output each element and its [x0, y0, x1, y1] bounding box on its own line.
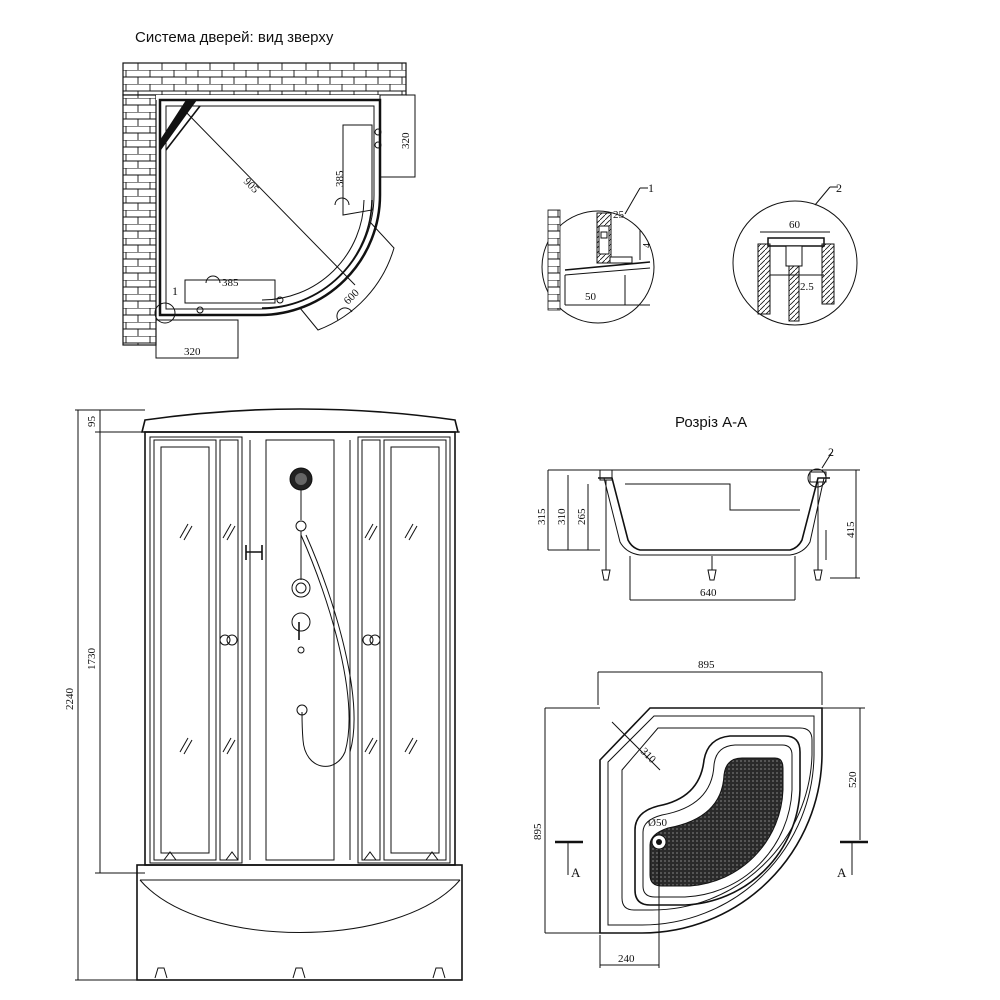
- section-aa: 2 315 310 265 415 640: [536, 445, 860, 601]
- dim-door-horizontal: 385: [222, 277, 239, 289]
- section-dim-640: 640: [700, 587, 717, 599]
- section-mark-left: A: [571, 865, 581, 880]
- top-view: 320 320 905 385 385 600: [122, 62, 416, 359]
- detail-1: 1 25 4 50: [541, 181, 655, 324]
- brick-wall-left: [122, 94, 157, 346]
- brick-wall-top: [122, 62, 407, 96]
- tray-dim-depth: 895: [532, 823, 544, 840]
- tray-dim-drain: Ø50: [648, 817, 667, 829]
- detail-1-dim-mid: 4: [642, 243, 653, 248]
- tray-dim-240: 240: [618, 953, 635, 965]
- section-dim-265: 265: [576, 508, 588, 525]
- dim-door-height: 1730: [86, 648, 98, 671]
- detail-2-dim-top: 60: [789, 219, 801, 231]
- section-title: Розріз А-А: [675, 414, 747, 431]
- callout-1-label: 1: [172, 284, 178, 298]
- dim-panel-bottom: 320: [184, 346, 201, 358]
- section-callout: 2: [828, 445, 834, 459]
- dim-total-height: 2240: [64, 688, 76, 711]
- tray-plan: 895 895 520 Ø50 310 240 A: [532, 659, 868, 968]
- detail-1-dim-bottom: 50: [585, 291, 597, 303]
- section-dim-310: 310: [556, 508, 568, 525]
- front-view: 2240 95 1730: [64, 408, 463, 981]
- dim-panel-right: 320: [400, 132, 412, 149]
- top-view-title: Система дверей: вид зверху: [135, 29, 334, 46]
- detail-2: 2 60 2.5: [732, 181, 858, 326]
- tray-dim-310: 310: [638, 746, 659, 767]
- detail-2-dim-side: 2.5: [800, 281, 814, 293]
- section-dim-315: 315: [536, 508, 548, 525]
- detail-1-callout: 1: [648, 181, 654, 195]
- dim-door-vertical: 385: [334, 170, 346, 187]
- section-mark-right: A: [837, 865, 847, 880]
- dim-diagonal: 905: [241, 176, 262, 197]
- callout-1-marker: [154, 302, 176, 324]
- dim-top-cap: 95: [86, 416, 98, 428]
- tray-dim-width: 895: [698, 659, 715, 671]
- detail-1-dim-top: 25: [613, 209, 625, 221]
- tray-dim-520: 520: [847, 771, 859, 788]
- detail-2-callout: 2: [836, 181, 842, 195]
- section-dim-415: 415: [845, 521, 857, 538]
